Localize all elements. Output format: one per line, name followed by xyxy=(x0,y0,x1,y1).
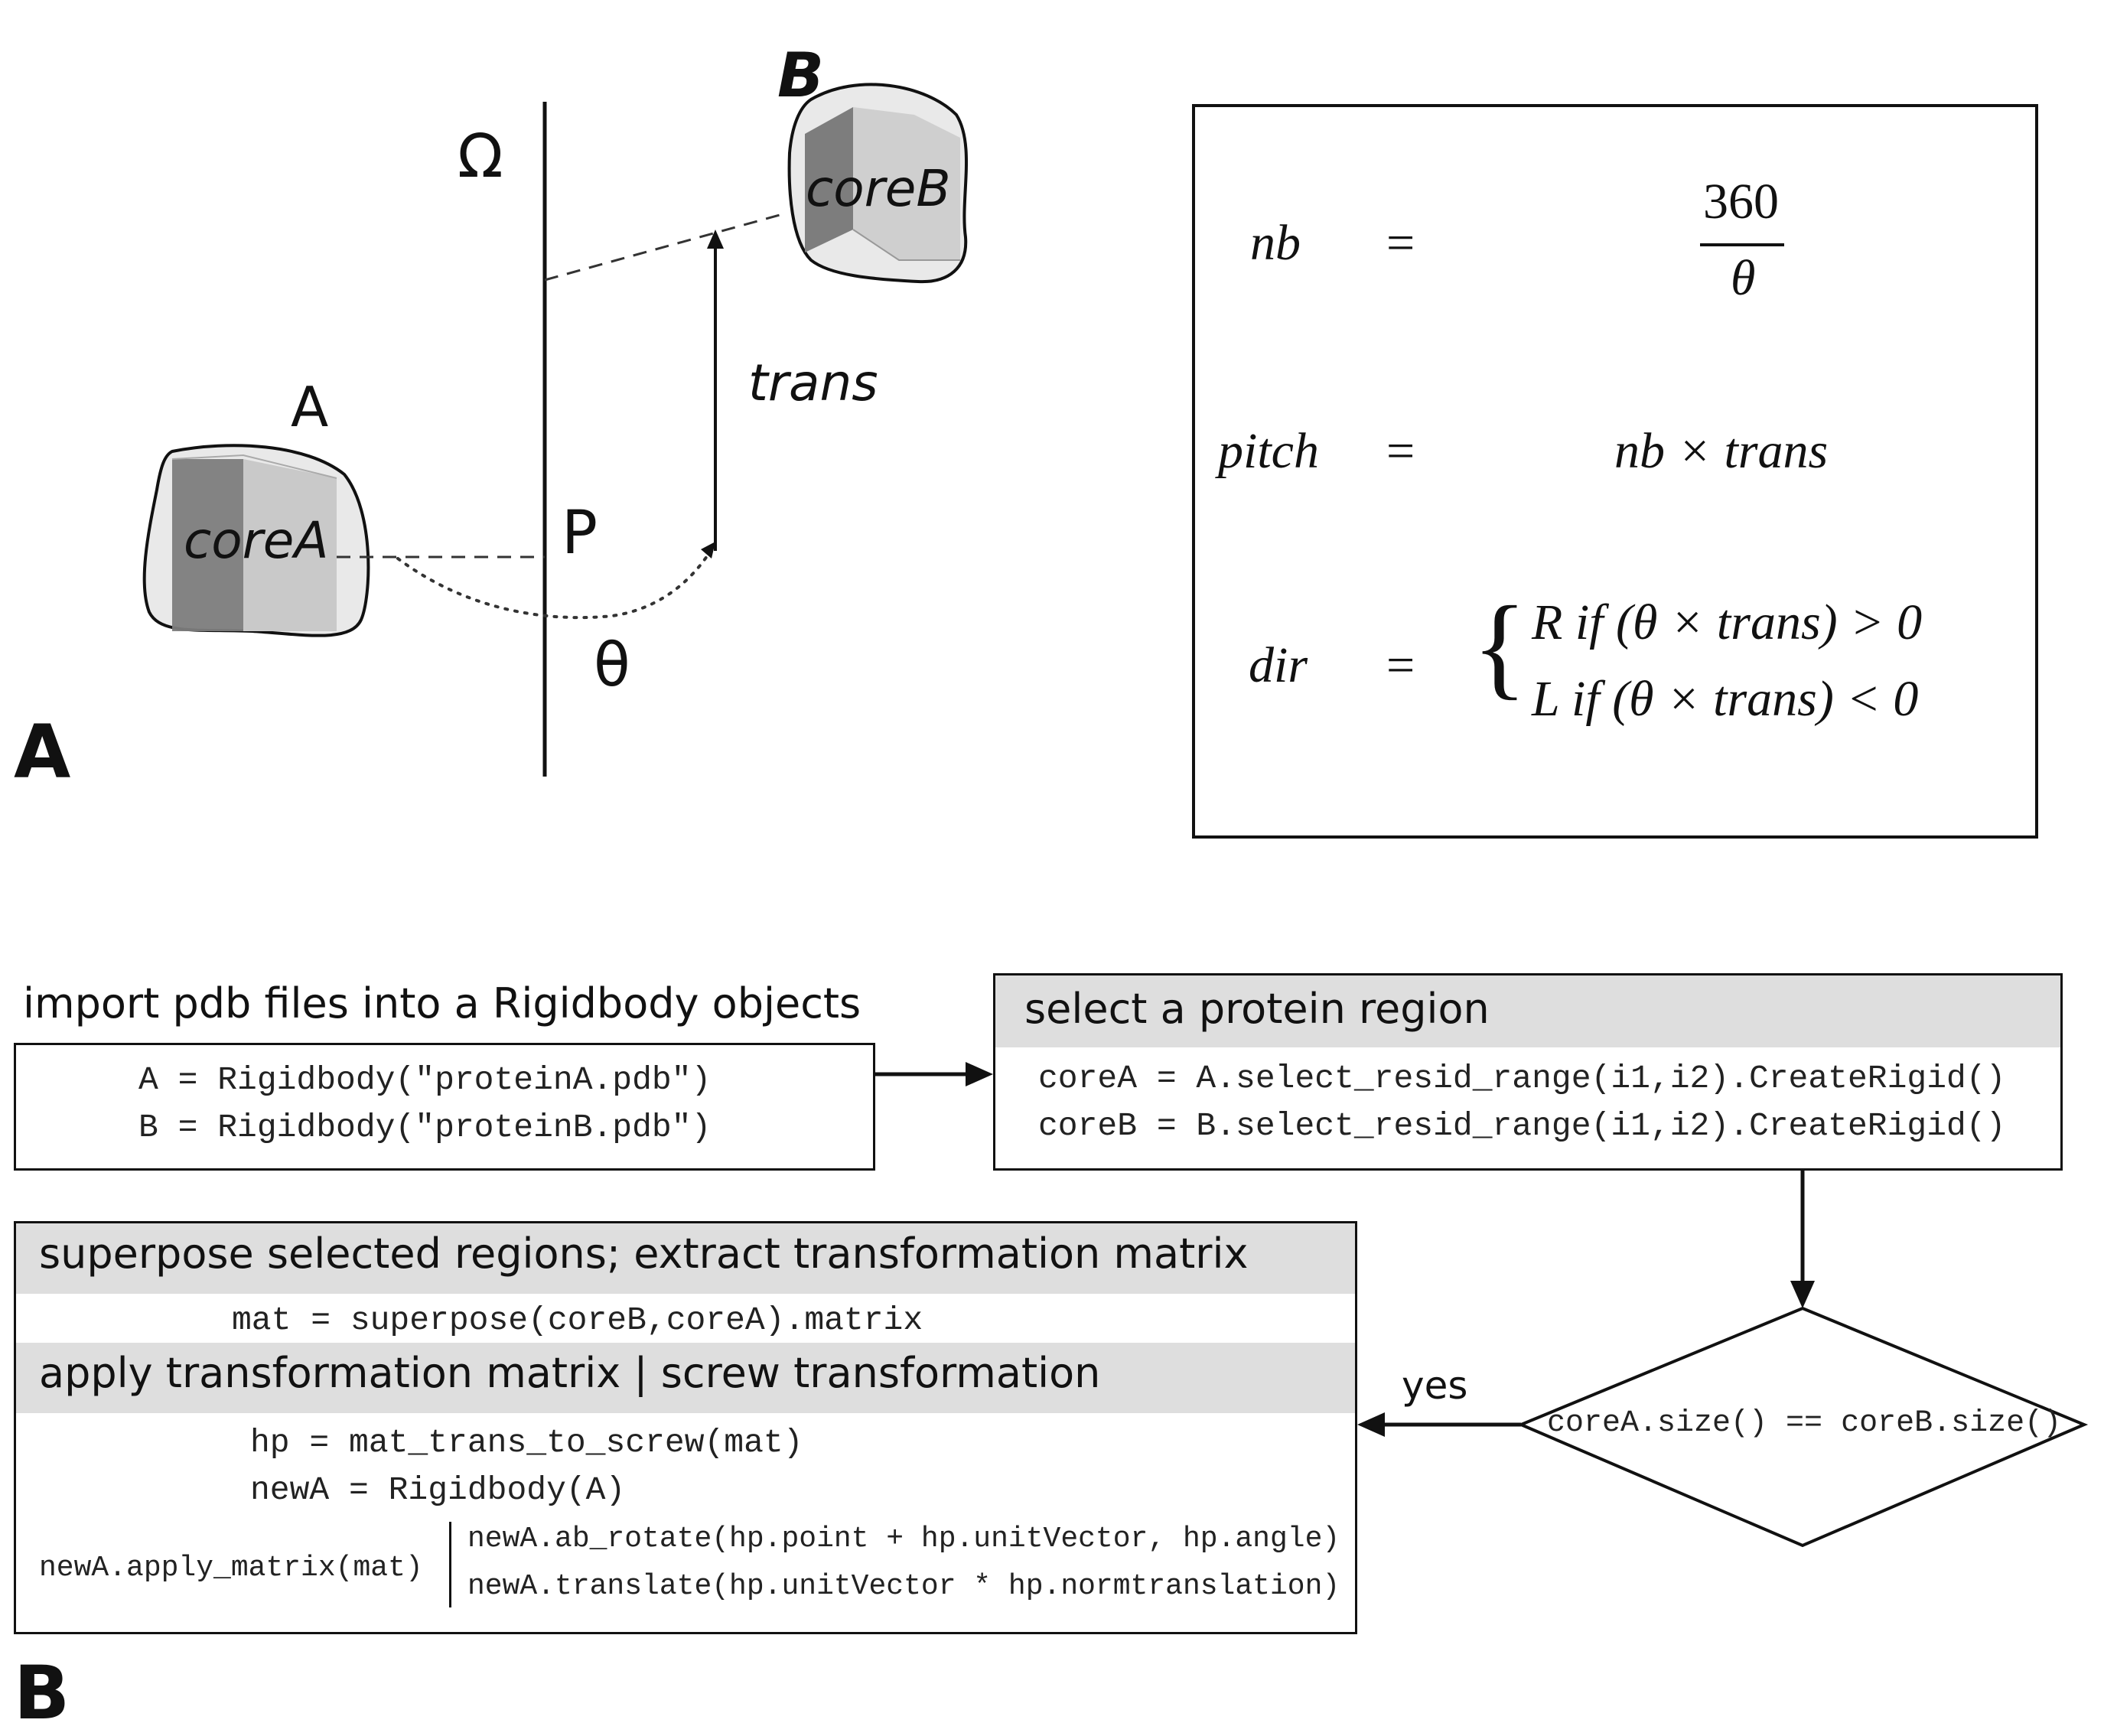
pitch-rhs: nb × trans xyxy=(1614,423,1829,479)
dir-equals: = xyxy=(1386,637,1415,693)
point-p-label: P xyxy=(562,499,598,568)
trans-label: trans xyxy=(748,353,878,412)
dashed-line-axis-to-coreB xyxy=(544,211,789,282)
superpose-header: superpose selected regions; extract tran… xyxy=(16,1223,1355,1294)
import-pdb-header: import pdb files into a Rigidbody object… xyxy=(14,973,875,1045)
pitch-equals: = xyxy=(1386,423,1415,479)
apply-matrix-code: newA.apply_matrix(mat) xyxy=(39,1552,423,1585)
arrowhead-import-to-select xyxy=(966,1062,993,1086)
import-code-line-1: A = Rigidbody("proteinA.pdb") xyxy=(138,1061,712,1099)
body-b-label: B xyxy=(777,40,824,111)
panel-b-letter: B xyxy=(14,1650,70,1736)
arrowhead-decision-to-superpose xyxy=(1357,1412,1385,1437)
dir-case-r: R if (θ × trans) > 0 xyxy=(1532,594,1923,650)
equations-box: nb = 360 θ pitch = nb × trans dir = { R … xyxy=(1192,104,2038,839)
arrowhead-select-to-decision xyxy=(1790,1281,1815,1308)
select-region-box: select a protein region coreA = A.select… xyxy=(993,973,2063,1171)
panel-a-letter: A xyxy=(14,709,71,795)
decision-condition-text: coreA.size() == coreB.size() xyxy=(1547,1406,2062,1441)
omega-label: Ω xyxy=(458,122,503,191)
superpose-code-line: mat = superpose(coreB,coreA).matrix xyxy=(232,1301,923,1339)
dir-brace: { xyxy=(1472,583,1527,710)
rotation-arc xyxy=(396,548,713,620)
screw-geometry-diagram xyxy=(142,83,969,777)
core-b-label: coreB xyxy=(806,159,951,218)
fraction-bar xyxy=(1700,243,1784,246)
code-column-divider xyxy=(449,1522,451,1607)
select-code-line-2: coreB = B.select_resid_range(i1,i2).Crea… xyxy=(1038,1107,2006,1145)
core-a-label: coreA xyxy=(184,511,329,570)
yes-label: yes xyxy=(1402,1363,1468,1408)
dir-case-l: L if (θ × trans) < 0 xyxy=(1532,671,1919,727)
theta-label: θ xyxy=(594,631,630,700)
pitch-lhs: pitch xyxy=(1218,423,1319,479)
import-pdb-box: import pdb files into a Rigidbody object… xyxy=(14,973,875,1171)
body-a-label: A xyxy=(291,375,329,439)
select-region-header: select a protein region xyxy=(995,975,2060,1047)
decision-diamond xyxy=(1516,1306,2089,1548)
nb-lhs: nb xyxy=(1250,215,1301,271)
screw-code-line-1: newA.ab_rotate(hp.point + hp.unitVector,… xyxy=(467,1523,1340,1555)
screw-code-line-2: newA.translate(hp.unitVector * hp.normtr… xyxy=(467,1570,1340,1603)
nb-denominator: θ xyxy=(1731,250,1756,306)
nb-numerator: 360 xyxy=(1703,174,1779,230)
select-code-line-1: coreA = A.select_resid_range(i1,i2).Crea… xyxy=(1038,1060,2006,1097)
apply-transformation-header: apply transformation matrix | screw tran… xyxy=(16,1343,1355,1413)
nb-equals: = xyxy=(1386,215,1415,271)
apply-code-line-2: newA = Rigidbody(A) xyxy=(250,1471,626,1509)
import-code-line-2: B = Rigidbody("proteinB.pdb") xyxy=(138,1109,712,1146)
rotation-arc-arrowhead xyxy=(701,542,715,559)
body-b-shape xyxy=(787,83,969,284)
dir-lhs: dir xyxy=(1249,637,1308,693)
body-a-shape xyxy=(142,444,370,637)
apply-code-line-1: hp = mat_trans_to_screw(mat) xyxy=(250,1424,803,1461)
superpose-apply-box: superpose selected regions; extract tran… xyxy=(14,1221,1357,1634)
translation-arrowhead xyxy=(707,230,724,249)
